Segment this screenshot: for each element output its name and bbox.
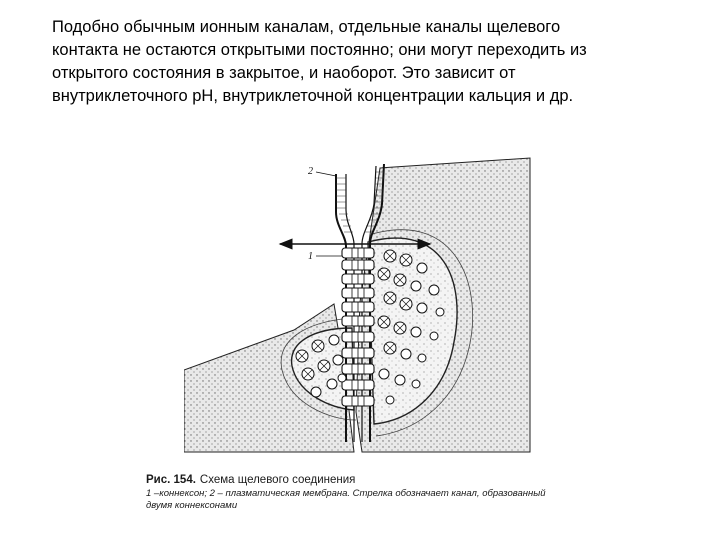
body-paragraph: Подобно обычным ионным каналам, отдельны…: [52, 16, 692, 108]
figure-legend: 1 –коннексон; 2 – плазматическая мембран…: [146, 488, 686, 512]
figure-number: Рис. 154.: [146, 474, 196, 486]
figure-caption: Рис. 154.Схема щелевого соединения 1 –ко…: [146, 472, 686, 512]
caption-title-line: Рис. 154.Схема щелевого соединения: [146, 472, 686, 488]
paragraph-line: Подобно обычным ионным каналам, отдельны…: [52, 18, 561, 36]
figure-label-2: 2: [308, 166, 313, 177]
gap-junction-illustration: 2 1: [184, 152, 544, 468]
paragraph-line: внутриклеточного pH, внутриклеточной кон…: [52, 87, 574, 105]
figure-label-1: 1: [308, 251, 313, 262]
figure-title: Схема щелевого соединения: [199, 474, 356, 486]
legend-line: 1 –коннексон; 2 – плазматическая мембран…: [146, 488, 546, 499]
legend-line: двумя коннексонами: [146, 500, 238, 511]
paragraph-line: контакта не остаются открытыми постоянно…: [52, 41, 587, 59]
gap-junction-drawing: 2 1: [184, 157, 531, 453]
paragraph-line: открытого состояния в закрытое, и наобор…: [52, 64, 516, 82]
